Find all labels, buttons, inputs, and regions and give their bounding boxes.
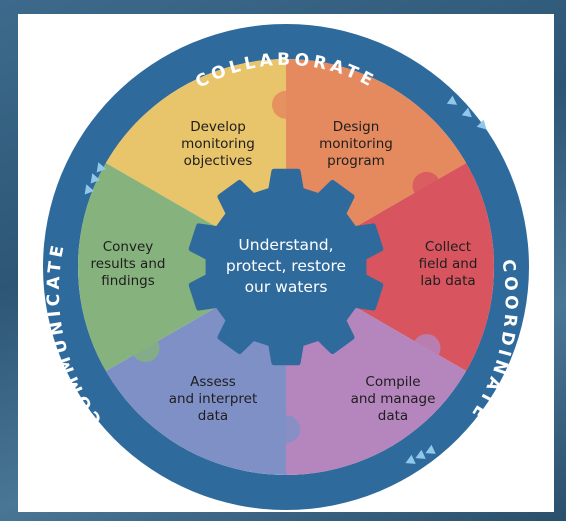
flow-arrow-3 — [476, 119, 487, 130]
segment-label-convey-1: Convey — [103, 239, 154, 255]
flow-arrow-7 — [84, 184, 95, 195]
segment-label-develop-2: monitoring — [181, 136, 255, 152]
segment-label-convey-3: findings — [101, 273, 155, 289]
flow-arrows — [84, 95, 487, 464]
segment-label-assess-1: Assess — [190, 374, 236, 390]
segment-collect — [286, 163, 494, 371]
segment-label-design-1: Design — [333, 119, 380, 135]
flow-arrow-5 — [415, 449, 426, 459]
segment-label-develop-3: objectives — [184, 153, 253, 169]
flow-arrow-2 — [461, 107, 472, 118]
segment-tooth-collect — [412, 171, 441, 200]
segment-label-collect-2: field and — [419, 256, 478, 272]
segment-tooth-convey — [131, 334, 160, 363]
segment-label-convey-2: results and — [91, 256, 166, 272]
segment-tooth-compile — [412, 334, 441, 363]
segment-label-design-2: monitoring — [319, 136, 393, 152]
segment-labels: DevelopmonitoringobjectivesDesignmonitor… — [91, 119, 478, 424]
center-line-2: protect, restore — [226, 257, 346, 275]
central-gear — [188, 168, 384, 366]
segment-label-compile-1: Compile — [365, 374, 420, 390]
segment-label-develop-1: Develop — [190, 119, 246, 135]
segment-tooth-design — [272, 90, 300, 119]
segment-label-assess-3: data — [198, 408, 228, 424]
segment-label-collect-1: Collect — [425, 239, 471, 255]
flow-arrow-4 — [405, 454, 416, 464]
flow-arrow-1 — [446, 95, 458, 105]
center-line-3: our waters — [245, 278, 328, 296]
flow-arrow-9 — [96, 162, 107, 173]
flow-arrow-6 — [425, 444, 436, 454]
monitoring-cycle-diagram: DevelopmonitoringobjectivesDesignmonitor… — [43, 24, 529, 510]
segment-label-compile-3: data — [378, 408, 408, 424]
gear-shape — [188, 168, 384, 366]
segment-label-collect-3: lab data — [420, 273, 475, 289]
segment-label-assess-2: and interpret — [169, 391, 258, 407]
segment-label-design-3: program — [327, 153, 385, 169]
segment-label-compile-2: and manage — [351, 391, 436, 407]
segment-tooth-assess — [272, 415, 300, 444]
segment-convey — [78, 163, 286, 371]
flow-arrow-8 — [90, 173, 101, 184]
center-line-1: Understand, — [238, 236, 333, 254]
